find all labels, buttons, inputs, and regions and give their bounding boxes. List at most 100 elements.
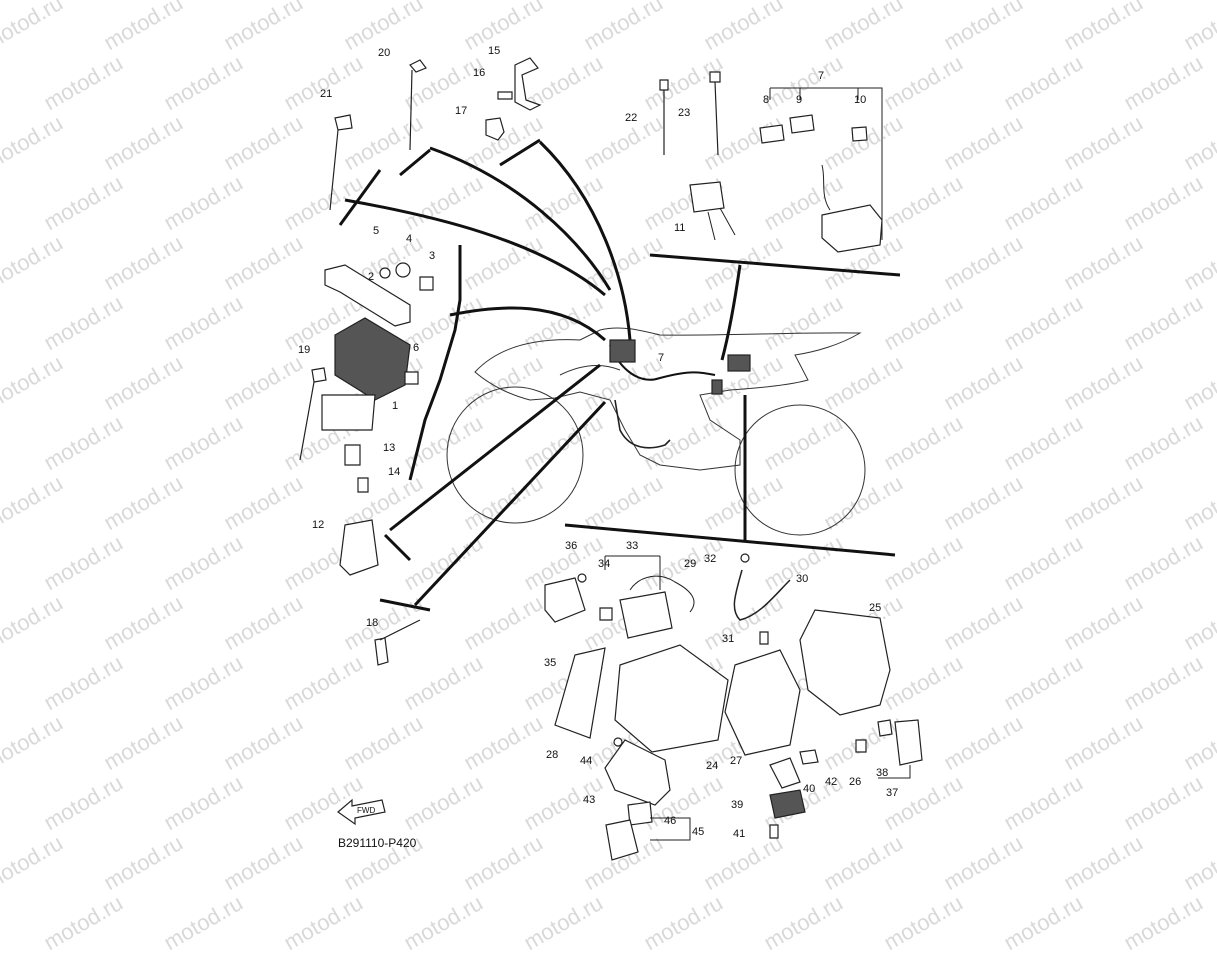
callout-37: 37 <box>886 787 899 799</box>
parts-battery <box>544 553 923 861</box>
relay-11-lead <box>707 207 736 241</box>
band-23 <box>709 71 721 156</box>
stay-2 <box>324 264 411 327</box>
callout-31: 31 <box>722 633 735 645</box>
leader-lines <box>338 140 747 607</box>
frame-top-right <box>649 253 901 277</box>
sheet-27 <box>724 649 801 756</box>
callout-13: 13 <box>383 442 396 454</box>
cap-42 <box>799 749 819 765</box>
bolt-31 <box>759 631 769 645</box>
bolt-44 <box>613 737 623 747</box>
frame-relay <box>383 533 412 562</box>
bolt-3 <box>419 276 434 291</box>
callout-2: 2 <box>368 271 375 283</box>
fuse-box <box>821 204 883 253</box>
callout-43: 43 <box>583 794 596 806</box>
leader-to-bracket-c <box>538 140 632 341</box>
battery-box-25 <box>799 609 891 716</box>
leader-relay-12 <box>389 363 601 532</box>
coupler-rectifier <box>321 394 376 431</box>
callout-1: 1 <box>392 400 399 412</box>
bike-body-outline <box>474 327 862 471</box>
stay-15 <box>514 57 542 111</box>
clamp-40 <box>769 757 801 789</box>
relay-11 <box>689 181 725 213</box>
fuse-9 <box>789 114 815 134</box>
collar-5 <box>379 267 391 279</box>
fuse-10 <box>851 126 868 142</box>
band-22 <box>659 79 669 155</box>
clamp-17 <box>485 117 505 141</box>
parts-top-left <box>329 57 542 211</box>
band-20 <box>409 59 427 151</box>
callout-leaders <box>604 87 911 841</box>
bracket-43 <box>604 739 671 806</box>
callout-45: 45 <box>692 826 705 838</box>
callout-14: 14 <box>388 466 401 478</box>
callout-line-45 <box>650 817 691 841</box>
starter-relay-29 <box>619 591 673 639</box>
callout-line-37 <box>878 765 911 779</box>
electrical-parts-diagram: FWD <box>299 57 923 861</box>
band-21 <box>329 114 353 211</box>
callout-9: 9 <box>796 94 803 106</box>
callout-20: 20 <box>378 47 391 59</box>
callout-41: 41 <box>733 828 746 840</box>
leader-to-bracket-a <box>344 198 606 297</box>
screw-36 <box>577 573 587 583</box>
callout-29: 29 <box>684 558 697 570</box>
front-wheel <box>734 404 866 536</box>
callout-5: 5 <box>373 225 380 237</box>
bolt-26 <box>855 739 867 753</box>
callout-46: 46 <box>664 815 677 827</box>
bolt-6 <box>404 371 419 385</box>
callout-44: 44 <box>580 755 593 767</box>
leader-to-bracket-b <box>429 146 612 291</box>
callout-40: 40 <box>803 783 816 795</box>
callout-32: 32 <box>704 553 717 565</box>
relay-12 <box>339 519 379 576</box>
callout-7-top: 7 <box>818 70 825 82</box>
callout-42: 42 <box>825 776 838 788</box>
callout-34: 34 <box>598 558 611 570</box>
fuse-box-lead <box>821 164 831 211</box>
callout-8: 8 <box>763 94 770 106</box>
callout-28: 28 <box>546 749 559 761</box>
callout-3: 3 <box>429 250 436 262</box>
harness-connector-c <box>711 379 723 395</box>
fwd-arrow: FWD <box>337 798 386 826</box>
rear-wheel <box>446 386 584 524</box>
callout-24: 24 <box>706 760 719 772</box>
callout-30: 30 <box>796 573 809 585</box>
callout-35: 35 <box>544 657 557 669</box>
callout-18: 18 <box>366 617 379 629</box>
group-frames <box>379 138 901 612</box>
band-18 <box>374 619 421 666</box>
lead-13 <box>344 444 361 466</box>
callout-17: 17 <box>455 105 468 117</box>
callout-line-33 <box>604 555 661 590</box>
callout-25: 25 <box>869 602 882 614</box>
callout-16: 16 <box>473 67 486 79</box>
harness-branch <box>614 399 671 449</box>
callout-27: 27 <box>730 755 743 767</box>
callout-4: 4 <box>406 233 413 245</box>
fwd-arrow-shape <box>337 798 386 826</box>
minus-lead-30 <box>733 569 791 621</box>
callout-7-harness: 7 <box>658 352 665 364</box>
frame-left-bracket <box>408 245 462 481</box>
callout-26: 26 <box>849 776 862 788</box>
motorcycle-outline <box>446 327 866 536</box>
bolt-41 <box>769 824 779 839</box>
cover-28 <box>554 647 606 739</box>
callout-21: 21 <box>320 88 333 100</box>
fwd-arrow-text: FWD <box>357 806 375 815</box>
relay-46 <box>627 801 653 826</box>
parts-top-right <box>659 71 883 253</box>
harness-main <box>609 344 716 381</box>
callout-33: 33 <box>626 540 639 552</box>
nut-32 <box>740 553 750 563</box>
leader-rectifier <box>449 306 606 342</box>
damper-4 <box>395 262 411 278</box>
